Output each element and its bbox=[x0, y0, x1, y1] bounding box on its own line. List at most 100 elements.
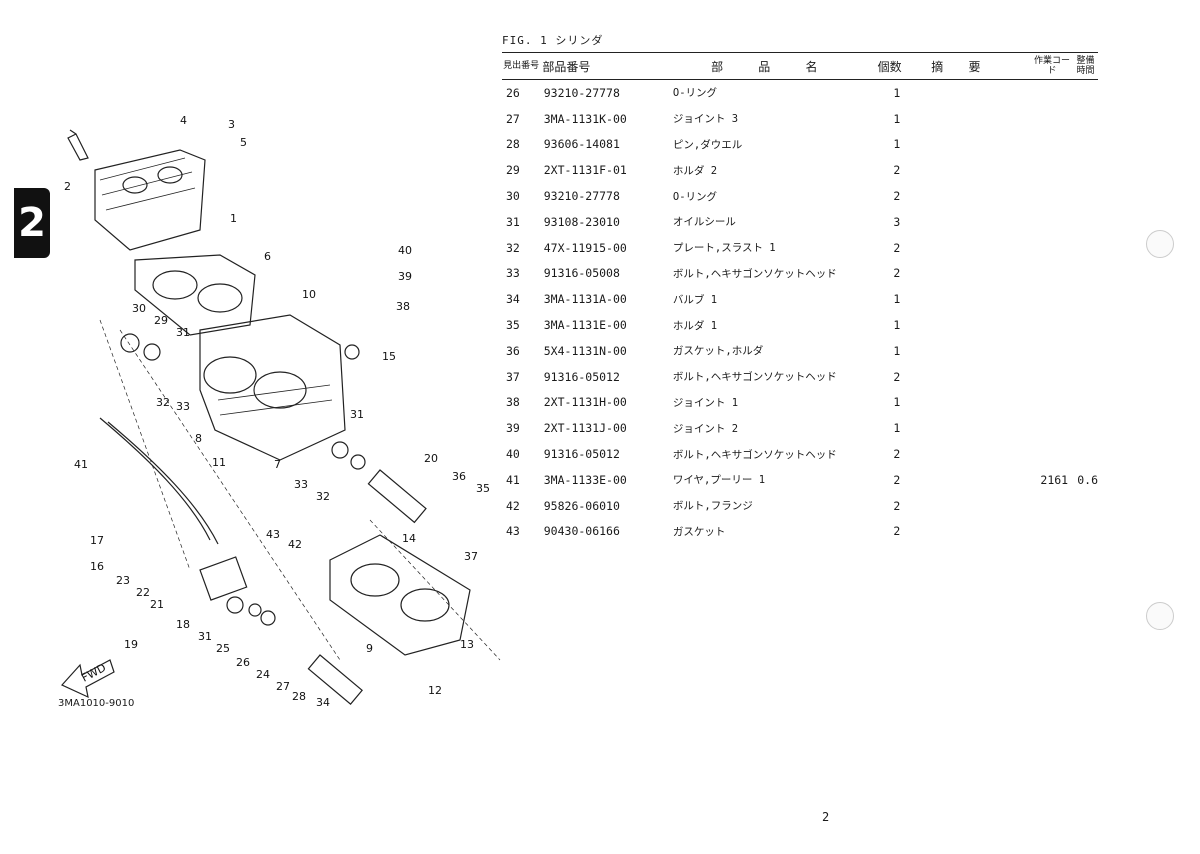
part-number-cell: 3MA-1133E-00 bbox=[543, 472, 627, 487]
binder-hole-top bbox=[1146, 230, 1174, 258]
part-name-cell: ボルト,ヘキサゴンソケットヘッド bbox=[672, 267, 837, 280]
callout-38: 38 bbox=[396, 300, 410, 313]
ref-no-cell: 37 bbox=[506, 369, 520, 384]
qty-cell: 2 bbox=[893, 266, 901, 281]
part-name-cell: ボルト,フランジ bbox=[672, 500, 753, 513]
qty-cell: 3 bbox=[893, 214, 901, 229]
header-labor-time: 整備時間 bbox=[1076, 56, 1095, 76]
part-number-cell: 47X-11915-00 bbox=[543, 240, 627, 255]
part-number-cell: 2XT-1131H-00 bbox=[543, 395, 627, 410]
callout-1: 1 bbox=[230, 212, 237, 225]
part-name-cell: O-リング bbox=[672, 190, 718, 203]
callout-42: 42 bbox=[288, 538, 302, 551]
ref-no-cell: 29 bbox=[506, 163, 520, 178]
ref-no-cell: 30 bbox=[506, 189, 520, 204]
figure-title: FIG. 1 シリンダ bbox=[502, 34, 604, 47]
qty-cell: 1 bbox=[893, 85, 901, 100]
part-number-cell: 5X4-1131N-00 bbox=[543, 343, 627, 358]
ref-no-cell: 43 bbox=[506, 524, 520, 539]
callout-24: 24 bbox=[256, 668, 270, 681]
qty-cell: 1 bbox=[893, 395, 901, 410]
qty-cell: 1 bbox=[893, 111, 901, 126]
callout-32b: 32 bbox=[316, 490, 330, 503]
callout-6: 6 bbox=[264, 250, 271, 263]
ref-no-cell: 35 bbox=[506, 318, 520, 333]
part-number-cell: 91316-05012 bbox=[543, 447, 620, 462]
ref-no-cell: 32 bbox=[506, 240, 520, 255]
valve-part-20 bbox=[367, 469, 427, 524]
callout-32a: 32 bbox=[156, 396, 170, 409]
qty-cell: 1 bbox=[893, 292, 901, 307]
header-remarks: 摘 要 bbox=[931, 59, 981, 74]
header-work-code: 作業コード bbox=[1034, 56, 1071, 76]
part-name-cell: ボルト,ヘキサゴンソケットヘッド bbox=[672, 448, 837, 461]
callout-41: 41 bbox=[74, 458, 88, 471]
qty-cell: 1 bbox=[893, 318, 901, 333]
labor-time-cell: 0.6 bbox=[1077, 472, 1098, 487]
part-number-cell: 90430-06166 bbox=[543, 524, 620, 539]
cylinder-head-part bbox=[94, 149, 206, 251]
callout-33a: 33 bbox=[176, 400, 190, 413]
callout-16: 16 bbox=[90, 560, 104, 573]
callout-15: 15 bbox=[382, 350, 396, 363]
callout-20: 20 bbox=[424, 452, 438, 465]
work-code-cell: 2161 bbox=[1040, 472, 1069, 487]
part-number-cell: 93210-27778 bbox=[543, 189, 620, 204]
part-name-cell: ホルダ 2 bbox=[672, 164, 718, 177]
qty-cell: 2 bbox=[893, 472, 901, 487]
callout-10: 10 bbox=[302, 288, 316, 301]
exploded-parts-diagram: FWD 1 2 3 4 5 6 7 8 9 10 11 12 13 14 15 … bbox=[61, 114, 501, 709]
header-qty: 個数 bbox=[877, 59, 902, 74]
callout-25: 25 bbox=[216, 642, 230, 655]
callout-26: 26 bbox=[236, 656, 250, 669]
qty-cell: 2 bbox=[893, 369, 901, 384]
callout-13: 13 bbox=[460, 638, 474, 651]
qty-cell: 2 bbox=[893, 189, 901, 204]
part-number-cell: 2XT-1131J-00 bbox=[543, 421, 627, 436]
header-part-name: 部 品 名 bbox=[711, 59, 832, 74]
callout-30: 30 bbox=[132, 302, 146, 315]
qty-cell: 1 bbox=[893, 137, 901, 152]
part-number-cell: 91316-05012 bbox=[543, 369, 620, 384]
callout-23: 23 bbox=[116, 574, 130, 587]
ref-no-cell: 28 bbox=[506, 137, 520, 152]
qty-cell: 1 bbox=[893, 421, 901, 436]
cylinder-block-part bbox=[199, 314, 346, 461]
part-name-cell: O-リング bbox=[672, 87, 718, 100]
part-number-cell: 3MA-1131E-00 bbox=[543, 318, 627, 333]
callout-37: 37 bbox=[464, 550, 478, 563]
callout-4: 4 bbox=[180, 114, 187, 127]
ref-no-cell: 27 bbox=[506, 111, 520, 126]
callout-29: 29 bbox=[154, 314, 168, 327]
header-part-no: 部品番号 bbox=[542, 59, 591, 74]
ref-no-cell: 39 bbox=[506, 421, 520, 436]
part-name-cell: バルブ 1 bbox=[672, 293, 718, 306]
ref-no-cell: 31 bbox=[506, 214, 520, 229]
ref-no-cell: 40 bbox=[506, 447, 520, 462]
callout-17: 17 bbox=[90, 534, 104, 547]
pulley-wire-part bbox=[99, 417, 219, 545]
ref-no-cell: 42 bbox=[506, 498, 520, 513]
callout-35: 35 bbox=[476, 482, 490, 495]
part-number-cell: 93108-23010 bbox=[543, 214, 620, 229]
part-number-cell: 93210-27778 bbox=[543, 85, 620, 100]
drawing-code: 3MA1010-9010 bbox=[58, 698, 135, 709]
callout-12: 12 bbox=[428, 684, 442, 697]
section-tab: 2 bbox=[14, 188, 50, 258]
part-name-cell: ピン,ダウエル bbox=[672, 138, 743, 151]
